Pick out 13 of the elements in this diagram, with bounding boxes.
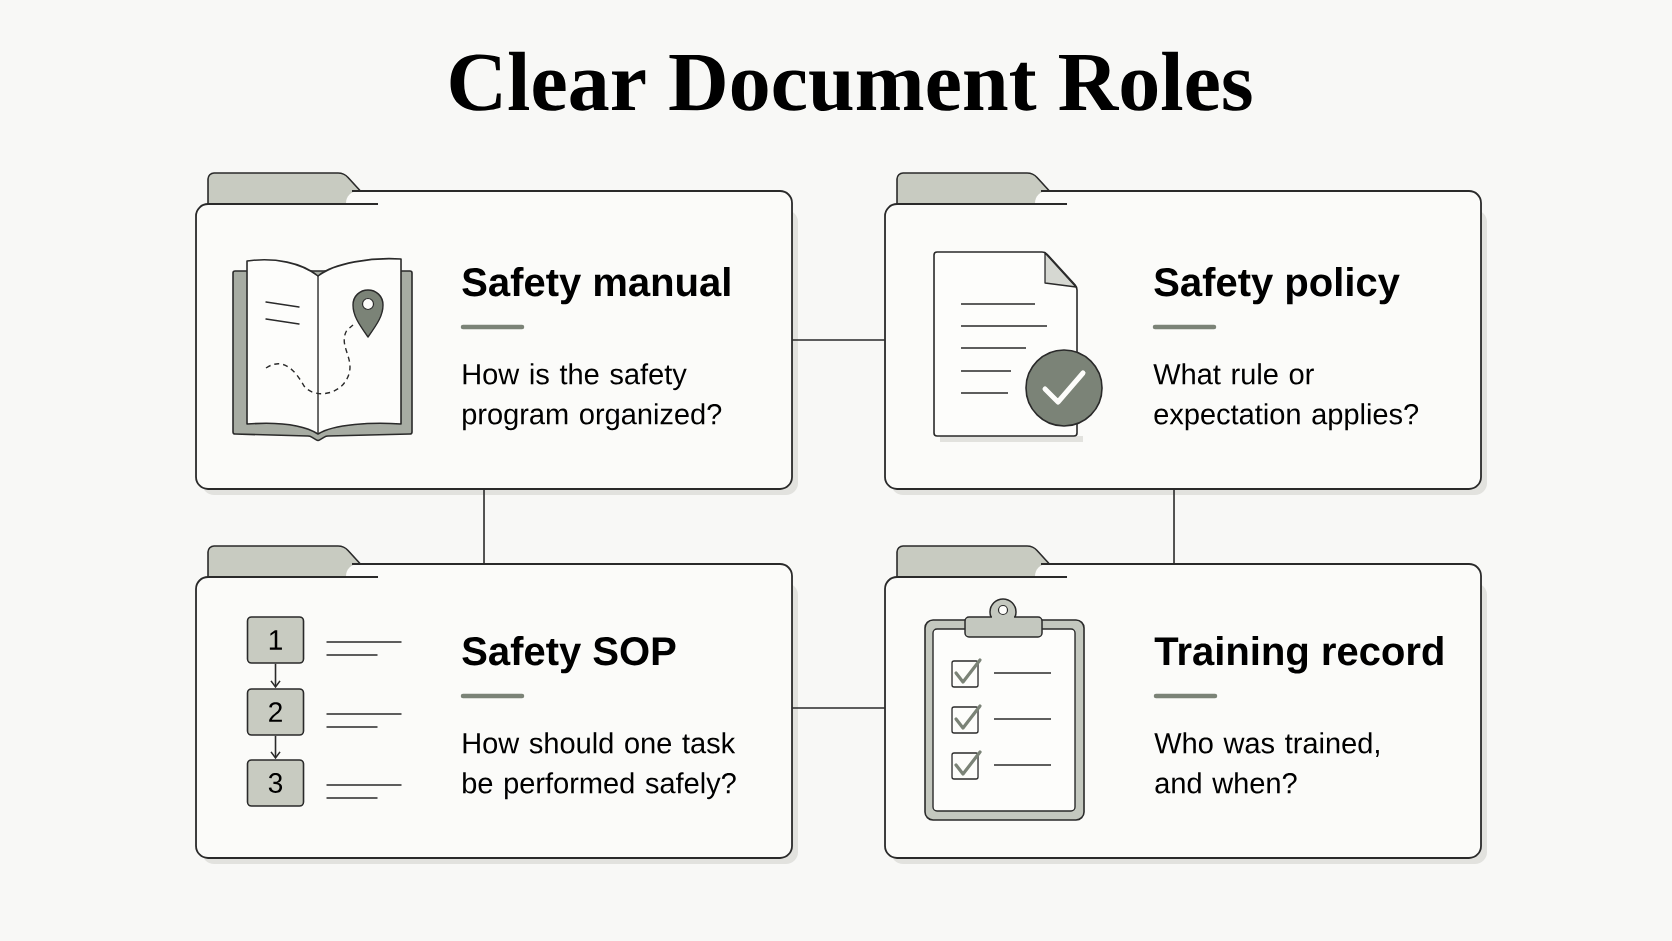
- connector-line: [483, 488, 485, 565]
- card-text: Who was trained, and when?: [1154, 732, 1379, 794]
- card-text: How should one task be performed safely?: [463, 732, 736, 800]
- card-heading: Safety policy: [1154, 267, 1400, 305]
- card-heading: Safety SOP: [462, 636, 676, 674]
- card-heading: Training record: [1154, 636, 1443, 674]
- title: Clear Document Roles: [450, 51, 1252, 111]
- connector-line: [791, 707, 886, 709]
- card-text: How is the safety program organized?: [463, 363, 722, 431]
- card-heading: Safety manual: [462, 267, 730, 305]
- connector-line: [791, 339, 886, 341]
- card-text: What rule or expectation applies?: [1153, 363, 1419, 431]
- connector-line: [1173, 488, 1175, 565]
